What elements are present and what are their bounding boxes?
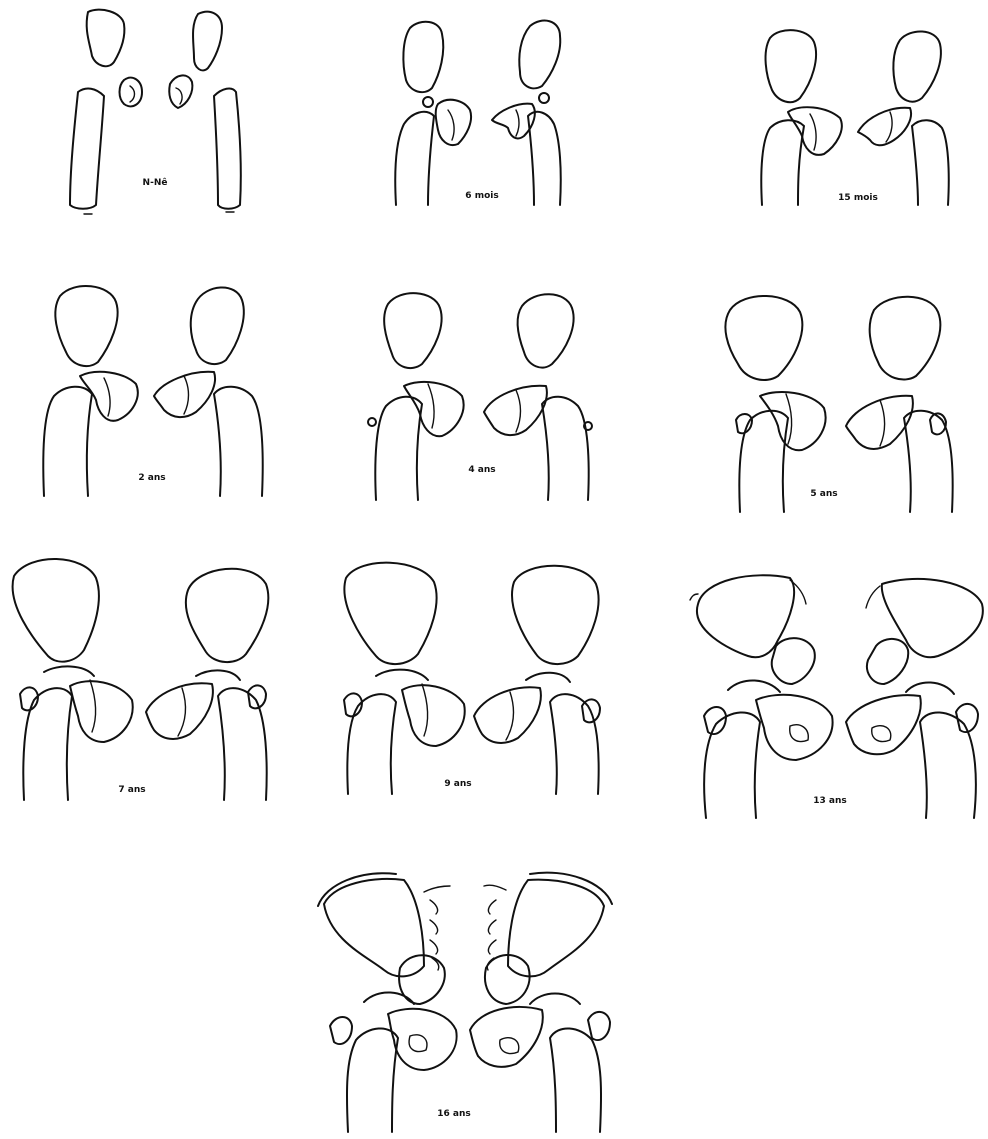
pelvis-right [846, 695, 921, 754]
ilium-left [324, 879, 424, 976]
ilium-left [384, 293, 441, 368]
ilium-left [725, 296, 802, 380]
panel-label-6m: 6 mois [465, 191, 498, 201]
femur-left [739, 411, 788, 512]
ilium-right [518, 294, 574, 367]
panel-label-15m: 15 mois [838, 193, 878, 203]
femur-right [904, 411, 953, 512]
panel-16a: 16 ans [318, 873, 612, 1132]
panel-label-13a: 13 ans [813, 796, 847, 806]
femur-right [214, 387, 263, 496]
ilium-right [193, 12, 222, 71]
ilium-right [519, 21, 560, 89]
femur-right [528, 112, 561, 205]
panel-label-2a: 2 ans [138, 473, 165, 483]
ilium-right [508, 880, 604, 977]
pelvis-left [760, 392, 826, 450]
ilium-right [186, 569, 269, 662]
pelvis-right [146, 683, 213, 739]
ossification-left [423, 97, 433, 107]
femur-right [542, 397, 589, 500]
trochanter-left [704, 707, 726, 734]
femur-right [550, 1028, 601, 1132]
femur-left [375, 397, 422, 500]
ilium-left [403, 22, 443, 92]
acetabulum-left [728, 680, 780, 692]
ilium-left [697, 575, 794, 657]
femur-right [920, 712, 976, 818]
panel-6m: 6 mois [395, 21, 560, 205]
pelvis-left [756, 695, 833, 760]
trochanter-left [330, 1017, 352, 1044]
sacrum-right [867, 639, 908, 684]
panel-15m: 15 mois [761, 30, 948, 205]
panel-13a: 13 ans [690, 575, 983, 818]
panel-label-nn: N-Nê [143, 177, 168, 188]
panel-label-5a: 5 ans [810, 489, 837, 499]
panel-4a: 4 ans [368, 293, 592, 500]
femur-left [347, 1028, 398, 1132]
femur-left [70, 89, 104, 209]
panel-label-9a: 9 ans [444, 779, 471, 789]
femur-right [550, 694, 599, 794]
femur-right [218, 688, 267, 800]
femur-left [347, 694, 396, 794]
ilium-left [344, 563, 436, 664]
femur-right [214, 89, 241, 209]
trochanter-left [368, 418, 376, 426]
trochanter-right [248, 685, 266, 708]
femur-left [761, 120, 804, 205]
panel-7a: 7 ans [13, 559, 269, 800]
panel-9a: 9 ans [344, 563, 600, 794]
ilium-right [191, 287, 244, 364]
femur-right [912, 120, 949, 205]
ilium-left [13, 559, 99, 662]
femur-left [43, 387, 92, 496]
ilium-right [512, 566, 599, 664]
panel-nn: N-Nê [70, 10, 241, 214]
acetabulum-left [44, 666, 94, 676]
pelvis-right [846, 396, 913, 449]
acetabulum-right [196, 670, 240, 680]
femur-left [395, 112, 434, 205]
acetabulum-right [526, 673, 570, 682]
pelvis-left [70, 681, 133, 742]
ilium-right [893, 31, 941, 101]
sacrum-left [772, 638, 815, 684]
pelvis-right [858, 108, 911, 145]
acetabulum-right [906, 682, 954, 694]
ilium-right [882, 579, 983, 657]
trochanter-left [736, 414, 752, 433]
femur-left [704, 712, 760, 818]
panel-label-16a: 16 ans [437, 1109, 471, 1119]
acetabulum-right [530, 994, 580, 1005]
panel-2a: 2 ans [43, 286, 262, 496]
ilium-left [766, 30, 817, 102]
ilium-right [870, 297, 941, 380]
trochanter-right [588, 1012, 610, 1040]
ilium-left [55, 286, 117, 366]
ossification-right [539, 93, 549, 103]
pelvis-left [402, 685, 465, 746]
panel-label-4a: 4 ans [468, 465, 495, 475]
femur-left [23, 688, 72, 800]
panel-5a: 5 ans [725, 296, 952, 512]
panel-label-7a: 7 ans [118, 785, 145, 795]
acetabulum-left [376, 670, 428, 680]
pelvis-right [474, 687, 541, 743]
ilium-left [87, 10, 125, 67]
pelvis-right [484, 386, 547, 435]
